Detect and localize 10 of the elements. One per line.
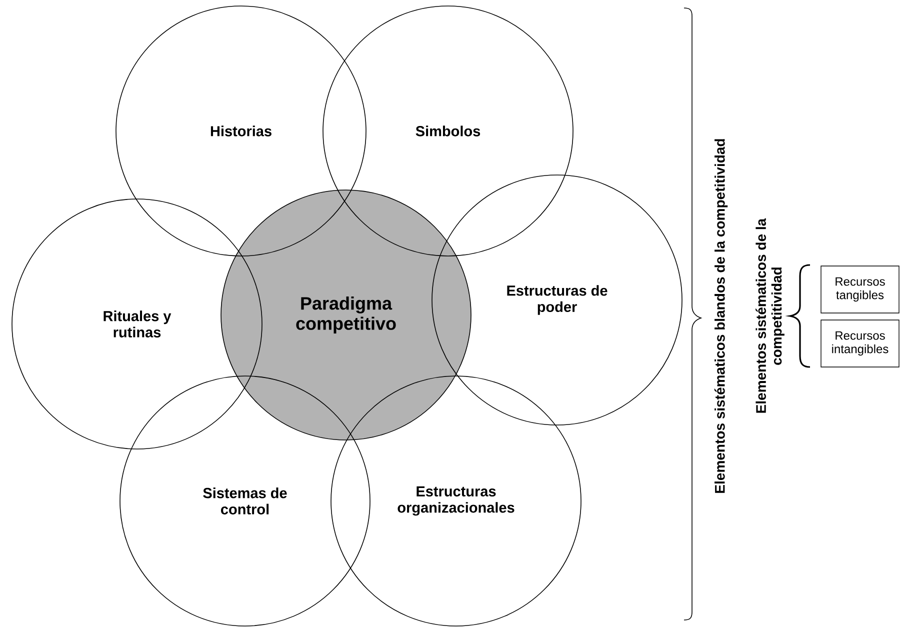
side-label: Elementos sistématicos de la competitividad	[756, 218, 784, 413]
circle-node: Sistemas de control	[120, 376, 370, 626]
circle-node: Estructuras de poder	[432, 174, 682, 426]
side-label: Elementos sistématicos blandos de la competitividad	[714, 139, 728, 493]
circle-node: Estructuras organizacionales	[330, 376, 582, 626]
resource-box: Recursos intangibles	[820, 320, 900, 368]
circle-node: Rituales y rutinas	[12, 198, 262, 450]
circle-node: Historias	[116, 6, 366, 256]
resource-box: Recursos tangibles	[820, 266, 900, 314]
circle-node: Simbolos	[322, 6, 574, 256]
